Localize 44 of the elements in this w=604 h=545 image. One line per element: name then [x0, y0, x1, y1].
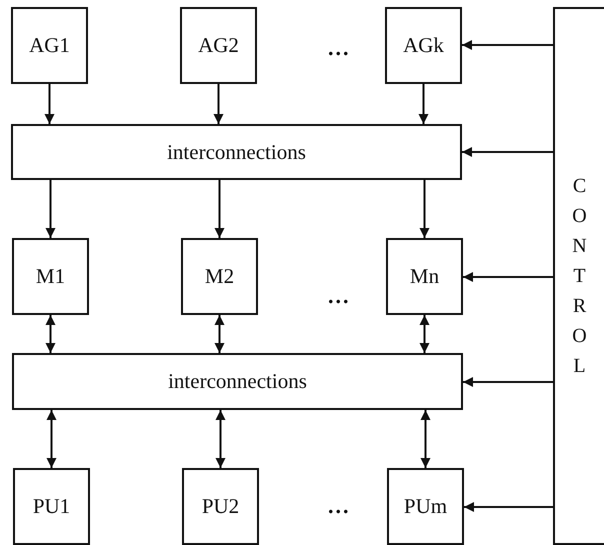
node-label: interconnections — [168, 369, 307, 394]
arrow — [216, 410, 226, 468]
unit-box — [11, 7, 88, 84]
node-label: AGk — [403, 33, 444, 58]
node-label: PU2 — [202, 494, 240, 519]
arrow — [462, 40, 553, 50]
unit-box — [13, 468, 90, 545]
arrow — [214, 84, 224, 124]
arrow — [463, 377, 553, 387]
node-label: Mn — [410, 264, 440, 289]
arrow — [418, 84, 428, 124]
arrow — [462, 147, 553, 157]
unit-box — [386, 238, 463, 315]
unit-box — [387, 468, 464, 545]
ellipsis: ... — [328, 35, 350, 61]
control-panel — [553, 7, 604, 545]
node-label: PUm — [404, 494, 448, 519]
arrow — [463, 272, 553, 282]
node-label: PU1 — [32, 494, 70, 519]
arrow — [46, 180, 56, 238]
unit-box — [180, 7, 257, 84]
node-label: M2 — [204, 264, 234, 289]
vertical-label: CONTROL — [571, 174, 588, 379]
node-label: M1 — [36, 264, 66, 289]
arrow — [46, 410, 56, 468]
arrow — [420, 410, 430, 468]
ellipsis: ... — [328, 493, 350, 519]
unit-box — [181, 238, 258, 315]
arrow — [214, 180, 224, 238]
node-label: AG1 — [29, 33, 70, 58]
arrow — [46, 315, 56, 353]
interconnect-bar — [12, 353, 463, 410]
arrow — [464, 502, 553, 512]
unit-box — [385, 7, 462, 84]
ellipsis: ... — [328, 283, 350, 309]
arrow — [420, 315, 430, 353]
arrow — [44, 84, 54, 124]
arrow — [214, 315, 224, 353]
node-label: interconnections — [167, 140, 306, 164]
unit-box — [12, 238, 89, 315]
interconnect-bar — [11, 124, 462, 180]
arrow — [420, 180, 430, 238]
unit-box — [182, 468, 259, 545]
node-label: AG2 — [198, 33, 239, 58]
